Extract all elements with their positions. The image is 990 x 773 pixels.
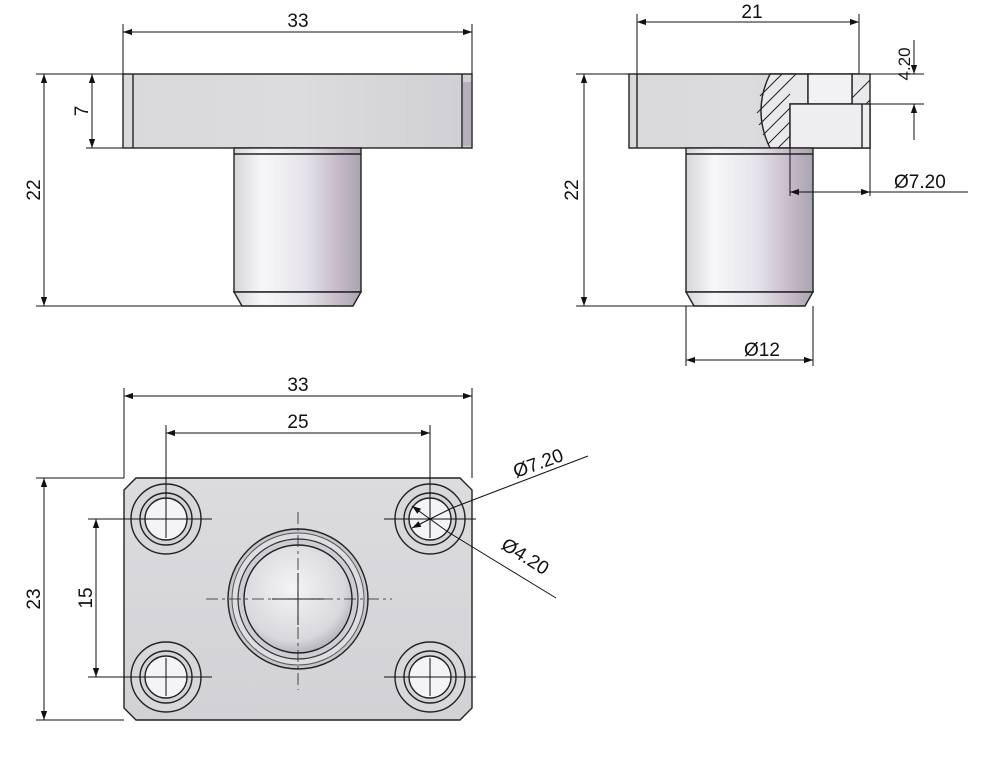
side-shaft-dia-label: Ø12 [744,340,780,361]
front-height-label: 22 [24,179,45,200]
top-hole-dia-label: Ø4.20 [497,534,552,579]
hole-top-left [120,483,212,555]
front-view: 33 22 7 [24,11,473,307]
side-height-label: 22 [562,179,583,200]
top-hole-spacing-x-label: 25 [287,412,308,433]
side-shaft-chamfer [684,291,815,307]
side-counterbore [807,73,853,105]
top-hole-spacing-y-label: 15 [76,587,97,608]
hole-bottom-right [384,641,476,713]
hole-bottom-left [120,641,212,713]
side-view: 21 22 4.20 Ø7.20 Ø12 [562,2,968,366]
top-view: 33 25 23 15 Ø7.20 Ø4.20 [24,375,589,721]
front-flange-thickness-label: 7 [72,106,93,117]
side-counterbore-dia-label: Ø7.20 [894,172,946,193]
top-width-label: 33 [287,375,308,396]
front-shaft-chamfer [232,291,363,307]
top-counterbore-dia-label: Ø7.20 [511,445,567,482]
front-flange [122,73,473,149]
side-width-label: 21 [741,2,762,23]
front-shaft [233,147,362,293]
top-height-label: 23 [24,588,45,609]
side-counterbore-depth-label: 4.20 [895,47,914,80]
side-hole [789,103,871,149]
front-width-label: 33 [287,11,308,32]
side-shaft [685,147,814,293]
